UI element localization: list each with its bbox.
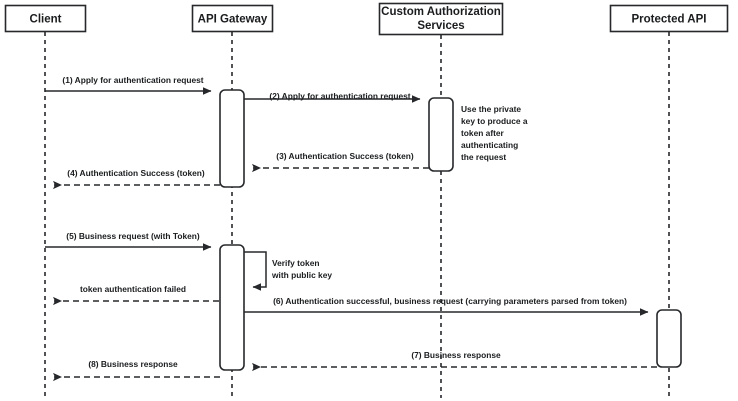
lifeline-custom-authorization-services: Custom Authorization Services <box>378 2 504 398</box>
activation-bar-custom-authorization-services <box>428 97 454 172</box>
message-2[interactable]: (2) Apply for authentication request <box>244 91 421 103</box>
message-token-authentication-failed-label: token authentication failed <box>80 284 186 294</box>
self-message-verify-token-arrow <box>244 251 267 291</box>
participant-box-api-gateway[interactable] <box>191 4 274 33</box>
self-message-verify-token-line2: with public key <box>271 270 332 280</box>
message-1-label: (1) Apply for authentication request <box>62 75 203 85</box>
message-5-label: (5) Business request (with Token) <box>66 231 200 241</box>
self-message-verify-token[interactable]: Verify token with public key <box>244 251 332 291</box>
message-6-label: (6) Authentication successful, business … <box>273 296 627 306</box>
participant-label-client: Client <box>30 14 62 26</box>
message-7-label: (7) Business response <box>411 350 501 360</box>
participant-box-client[interactable] <box>4 4 87 33</box>
message-token-authentication-failed[interactable]: token authentication failed <box>53 284 219 306</box>
self-message-verify-token-line1: Verify token <box>272 258 319 268</box>
activation-bar-api-gateway-business <box>219 244 245 371</box>
message-2-label: (2) Apply for authentication request <box>269 91 410 101</box>
message-5[interactable]: (5) Business request (with Token) <box>45 231 212 251</box>
participant-box-custom-authorization-services[interactable] <box>378 2 504 36</box>
message-8-label: (8) Business response <box>88 359 178 369</box>
note-private-key: Use the private key to produce a token a… <box>461 104 528 162</box>
message-7[interactable]: (7) Business response <box>252 350 657 372</box>
message-6[interactable]: (6) Authentication successful, business … <box>244 296 649 316</box>
note-private-key-line4: authenticating <box>461 140 518 150</box>
activation-bar-api-gateway-auth <box>219 89 245 188</box>
message-3[interactable]: (3) Authentication Success (token) <box>252 151 429 173</box>
participant-label-custom-authorization-services-line2: Services <box>417 20 464 32</box>
participant-label-custom-authorization-services-line1: Custom Authorization <box>381 6 501 18</box>
participant-label-protected-api: Protected API <box>632 14 707 26</box>
message-4-label: (4) Authentication Success (token) <box>67 168 205 178</box>
message-1[interactable]: (1) Apply for authentication request <box>45 75 212 95</box>
participant-label-api-gateway: API Gateway <box>198 14 268 26</box>
message-4[interactable]: (4) Authentication Success (token) <box>53 168 220 190</box>
activation-bar-protected-api <box>656 309 682 368</box>
note-private-key-line2: key to produce a <box>461 116 528 126</box>
note-private-key-line5: the request <box>461 152 506 162</box>
note-private-key-line1: Use the private <box>461 104 521 114</box>
participant-box-protected-api[interactable] <box>609 4 729 33</box>
note-private-key-line3: token after <box>461 128 505 138</box>
message-8[interactable]: (8) Business response <box>53 359 220 382</box>
message-3-label: (3) Authentication Success (token) <box>276 151 414 161</box>
lifeline-client: Client <box>4 4 87 398</box>
